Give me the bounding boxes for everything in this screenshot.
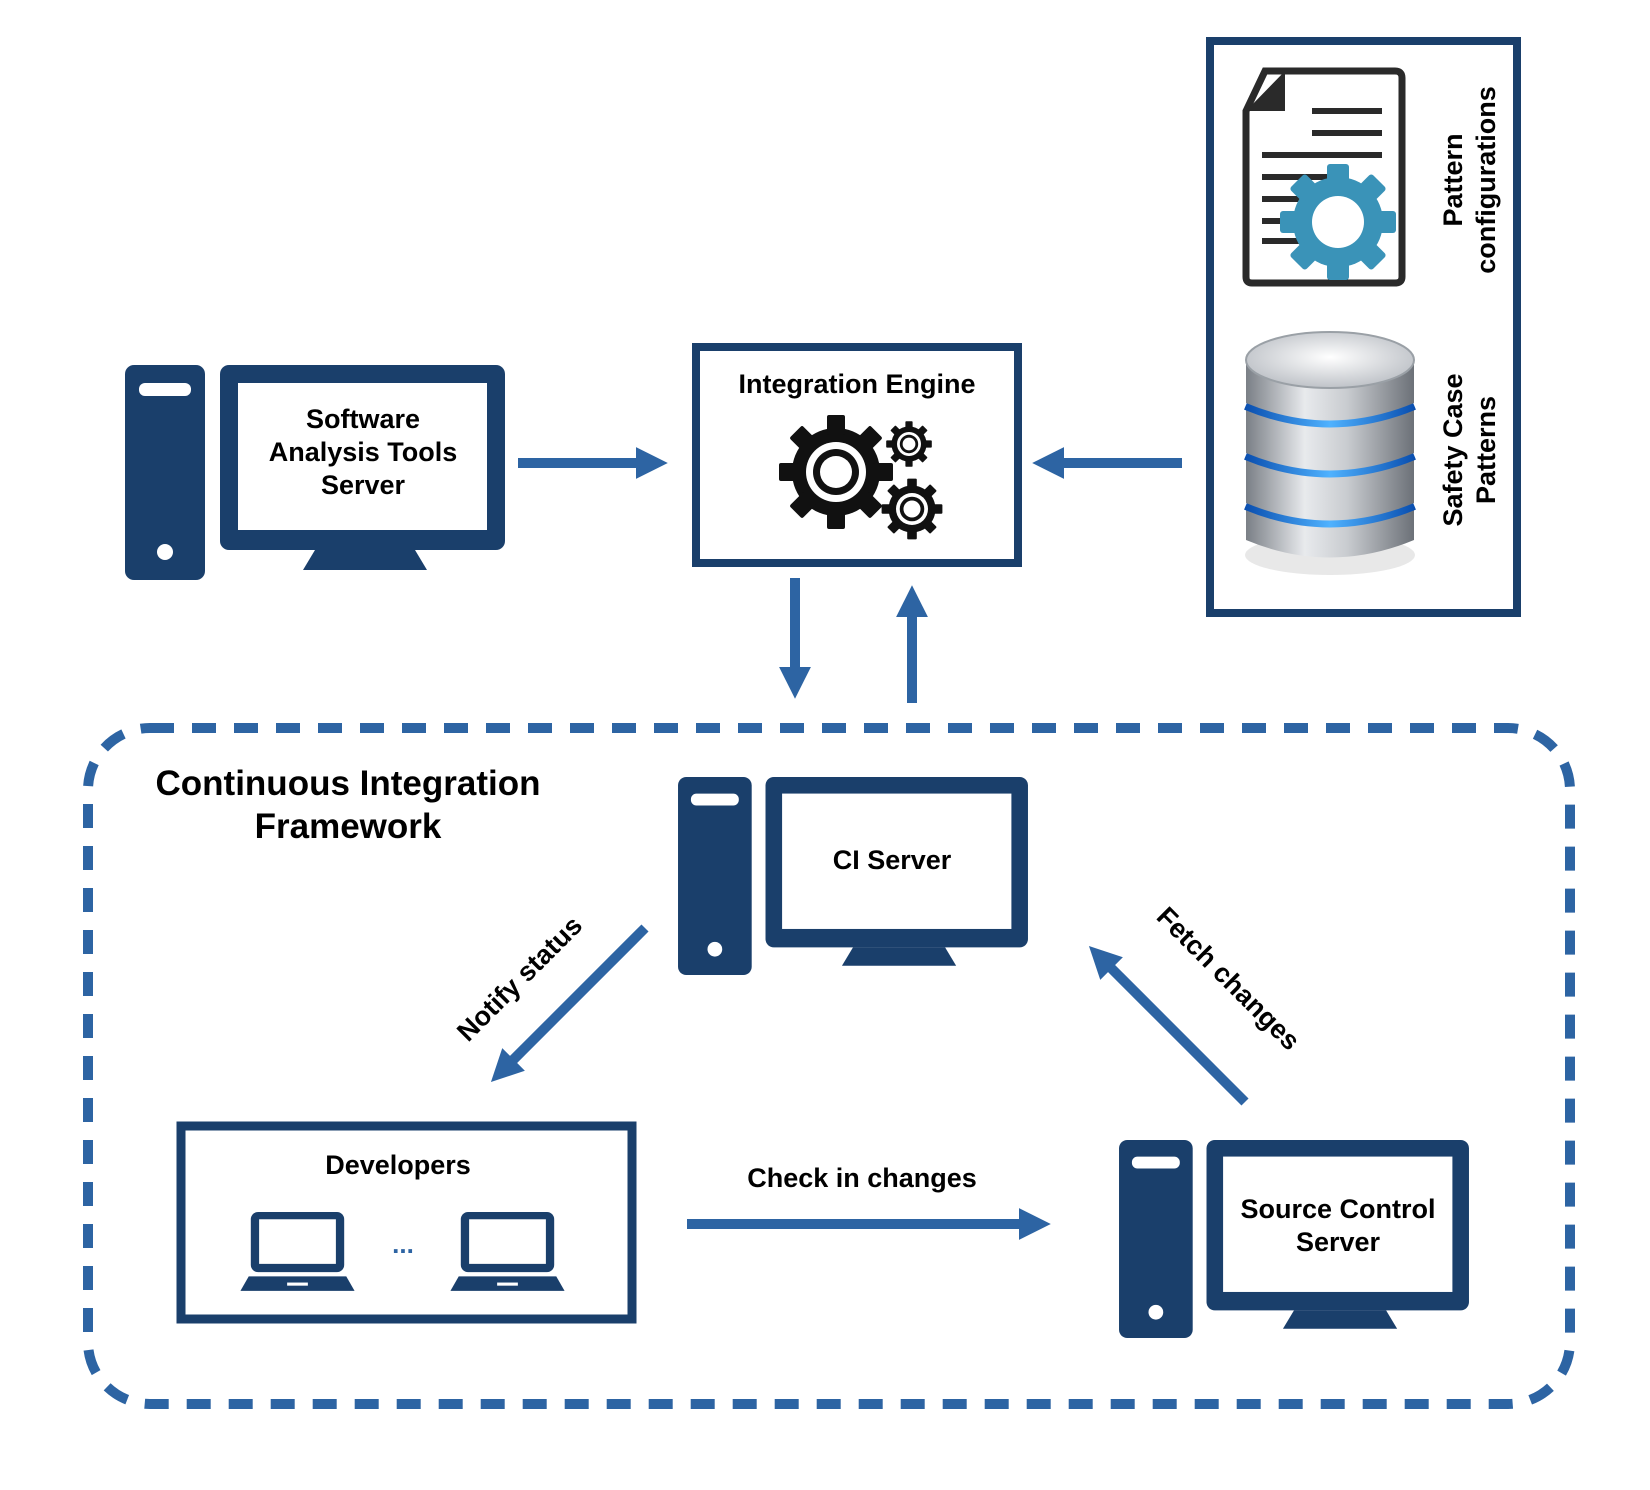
database-icon <box>1244 331 1416 575</box>
safety-case-patterns-label-line1: Safety Case <box>1438 373 1468 526</box>
ci-framework: Continuous Integration Framework <box>83 723 1575 1409</box>
check-in-changes-label: Check in changes <box>747 1163 977 1193</box>
desktop-computer-icon <box>678 777 1028 975</box>
desktop-computer-icon <box>125 365 505 580</box>
ci-framework-title-line2: Framework <box>255 807 442 846</box>
source-control-server: Source Control Server <box>1119 1140 1469 1338</box>
safety-case-patterns-label-line2: Patterns <box>1471 396 1501 504</box>
analysis-tools-server: Software Analysis Tools Server <box>125 365 505 580</box>
analysis-server-label-line2: Analysis Tools <box>269 437 458 467</box>
analysis-server-label-line1: Software <box>306 404 420 434</box>
arrow-fetch-changes <box>1088 945 1249 1106</box>
developers-ellipsis: ... <box>392 1229 414 1259</box>
laptop-icon <box>240 1212 355 1291</box>
analysis-server-label-line3: Server <box>321 470 406 500</box>
ci-server: CI Server <box>678 777 1028 975</box>
patterns-store: Pattern configurations Safety Case Patte… <box>1206 37 1521 617</box>
integration-engine: Integration Engine <box>692 343 1022 567</box>
document-gear-icon <box>1242 67 1406 287</box>
pattern-configurations-label-line1: Pattern <box>1438 133 1468 226</box>
pattern-configurations-label-line2: configurations <box>1471 86 1501 274</box>
top-arrows <box>518 446 1182 703</box>
developers-label: Developers <box>325 1150 471 1180</box>
notify-status-label: Notify status <box>451 910 588 1047</box>
ci-framework-boundary <box>83 723 1575 1409</box>
desktop-computer-icon <box>1119 1140 1469 1338</box>
source-control-label-line1: Source Control <box>1240 1194 1435 1224</box>
ci-framework-title-line1: Continuous Integration <box>156 764 541 803</box>
ci-server-label: CI Server <box>833 845 952 875</box>
developers: Developers ... <box>176 1121 637 1324</box>
laptop-icon <box>450 1212 565 1291</box>
arrow-notify-status <box>490 924 649 1083</box>
integration-engine-label: Integration Engine <box>738 369 975 399</box>
source-control-label-line2: Server <box>1296 1227 1381 1257</box>
